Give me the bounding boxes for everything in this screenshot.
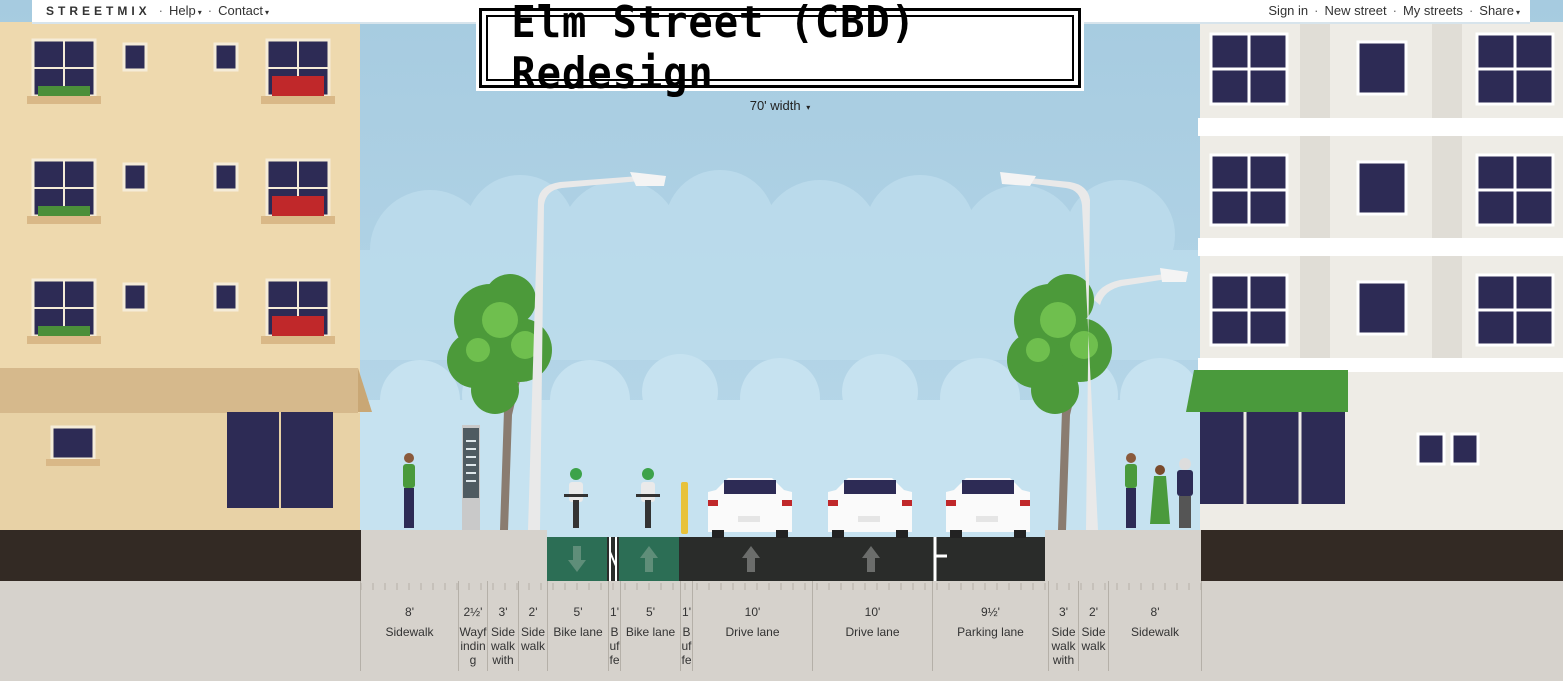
cyclist-inbound xyxy=(564,468,588,528)
ground-right xyxy=(1201,530,1563,582)
segment-6[interactable]: 5' Bike lane xyxy=(620,581,680,671)
segment-10[interactable]: 9½' Parking lane xyxy=(932,581,1048,671)
segment-2[interactable]: 3' Sidewalk with xyxy=(487,581,518,671)
segment-5[interactable]: 1' Buffer xyxy=(608,581,620,671)
pedestrian-right-2 xyxy=(1150,465,1170,524)
segment-name: Bike lane xyxy=(625,625,676,639)
segment-width: 8' xyxy=(1150,605,1160,619)
caret-down-icon: ▾ xyxy=(1515,8,1520,17)
ground-left xyxy=(0,530,361,582)
sign-in-link[interactable]: Sign in xyxy=(1268,3,1309,18)
arrow-up-icon xyxy=(862,546,880,572)
street-width-selector[interactable]: 70' width ▾ xyxy=(700,98,860,113)
bike-arrows xyxy=(568,546,658,572)
segment-width: 1' xyxy=(610,605,619,619)
cyclist-outbound xyxy=(636,468,660,528)
segment-7[interactable]: 1' Buffer xyxy=(680,581,692,671)
caret-down-icon: ▾ xyxy=(264,8,269,17)
streetlight-left xyxy=(528,172,666,530)
segment-name: Bike lane xyxy=(553,625,603,639)
segment-0[interactable]: 8' Sidewalk xyxy=(360,581,458,671)
pedestrian-left xyxy=(403,453,415,528)
segment-width: 10' xyxy=(864,605,881,619)
caret-down-icon: ▾ xyxy=(197,8,202,17)
sidewalk-right-surface xyxy=(1045,530,1201,582)
drive-arrows xyxy=(742,546,880,572)
street-name-sign[interactable]: Elm Street (CBD) Redesign xyxy=(476,0,1084,99)
clouds xyxy=(360,170,1202,360)
car-3 xyxy=(946,478,1030,538)
new-street-link[interactable]: New street xyxy=(1324,3,1387,18)
segment-13[interactable]: 8' Sidewalk xyxy=(1108,581,1202,671)
my-streets-link[interactable]: My streets xyxy=(1402,3,1463,18)
segment-name: Drive lane xyxy=(725,625,780,639)
segment-width: 9½' xyxy=(981,605,1000,619)
segment-width: 2' xyxy=(528,605,538,619)
streetlight-right xyxy=(1000,172,1188,530)
segment-name: Drive lane xyxy=(845,625,900,639)
arrow-up-icon xyxy=(640,546,658,572)
car-1 xyxy=(708,478,792,538)
segment-name: Sidewalk with xyxy=(490,625,516,667)
segment-11[interactable]: 3' Sidewalk with xyxy=(1048,581,1078,671)
arrow-down-icon xyxy=(568,546,586,572)
pedestrian-right-1 xyxy=(1125,453,1137,528)
bollard xyxy=(681,482,688,534)
segment-name: Sidewalk with xyxy=(1051,625,1076,667)
segment-name: Sidewalk xyxy=(1081,625,1106,653)
segment-name: Sidewalk xyxy=(385,625,434,639)
segment-3[interactable]: 2' Sidewalk xyxy=(518,581,547,671)
caret-down-icon: ▾ xyxy=(806,103,811,112)
street-name: Elm Street (CBD) Redesign xyxy=(511,0,917,99)
ruler-background xyxy=(0,581,1563,681)
drive-lanes-surface xyxy=(679,537,1045,581)
pedestrian-right-3 xyxy=(1177,458,1193,528)
wayfinding-sign xyxy=(462,425,480,530)
segment-12[interactable]: 2' Sidewalk xyxy=(1078,581,1108,671)
segment-width: 8' xyxy=(405,605,414,619)
segment-4[interactable]: 5' Bike lane xyxy=(547,581,608,671)
segment-name: Sidewalk xyxy=(1130,625,1180,639)
segment-name: Sidewalk xyxy=(520,625,546,653)
segment-width: 2½' xyxy=(463,605,483,619)
left-building xyxy=(0,22,372,532)
arrow-up-icon xyxy=(742,546,760,572)
segment-8[interactable]: 10' Drive lane xyxy=(692,581,812,671)
car-2 xyxy=(828,478,912,538)
segment-name: Parking lane xyxy=(957,625,1024,639)
tree-right xyxy=(1007,274,1112,530)
tree-left xyxy=(447,274,552,530)
segment-width: 10' xyxy=(744,605,761,619)
segment-name: Wayfinding xyxy=(459,625,487,667)
segment-width: 2' xyxy=(1089,605,1098,619)
segment-width: 5' xyxy=(646,605,655,619)
streetmix-logo[interactable]: STREETMIX xyxy=(46,3,151,18)
segment-name: Buffer xyxy=(609,625,620,671)
help-menu[interactable]: Help▾ xyxy=(169,3,202,18)
right-building xyxy=(1186,22,1563,532)
segment-1[interactable]: 2½' Wayfinding xyxy=(458,581,487,671)
sidewalk-left-surface xyxy=(361,530,547,582)
street-width-label: 70' width xyxy=(749,98,801,113)
segment-width: 1' xyxy=(682,605,691,619)
segment-9[interactable]: 10' Drive lane xyxy=(812,581,932,671)
segment-width: 3' xyxy=(1059,605,1068,619)
segment-name: Buffer xyxy=(681,625,692,671)
contact-menu[interactable]: Contact▾ xyxy=(218,3,269,18)
segment-width: 5' xyxy=(573,605,583,619)
share-menu[interactable]: Share▾ xyxy=(1479,3,1520,18)
segment-width: 3' xyxy=(498,605,508,619)
